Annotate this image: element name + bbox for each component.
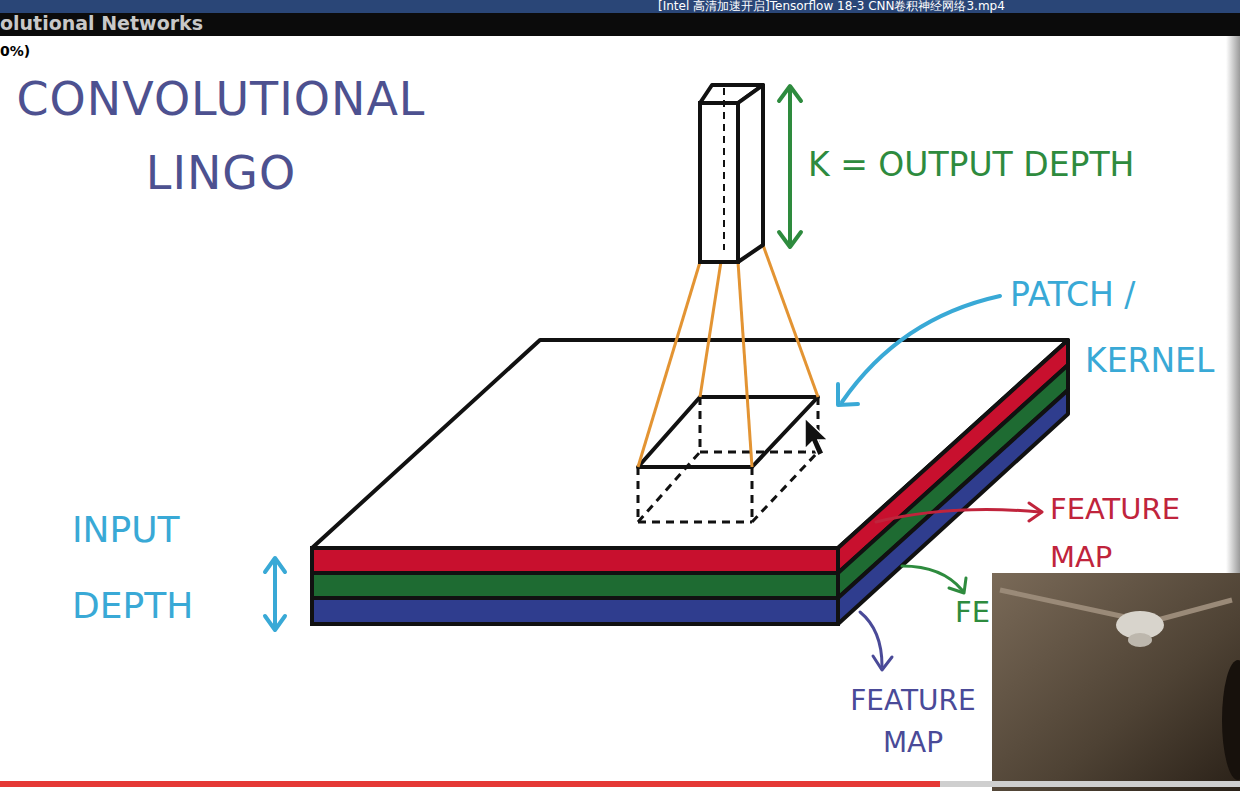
arrow-head — [265, 558, 285, 572]
projection-line — [700, 255, 722, 397]
fan-blade — [1150, 600, 1232, 622]
feature-map-arrow — [876, 503, 1042, 522]
fan-blade — [1000, 590, 1130, 618]
projection-line — [638, 262, 700, 467]
patch-edge — [751, 467, 754, 522]
patch-edge — [699, 397, 702, 452]
patch-edge — [752, 452, 818, 522]
arrow-head — [838, 384, 858, 405]
progress-bar — [0, 781, 940, 787]
output-depth-label: K = OUTPUT DEPTH — [808, 145, 1134, 185]
green-layer — [312, 573, 838, 598]
output-depth-arrow — [779, 86, 801, 247]
video-title-fragment: olutional Networks — [0, 12, 203, 34]
blue-layer — [312, 598, 838, 624]
webcam-overlay — [992, 573, 1240, 791]
projection-lines — [638, 245, 818, 467]
patch-edge — [637, 467, 640, 522]
feature-map-arrow — [860, 612, 892, 670]
feature-map-label: FE — [955, 594, 990, 630]
patch-edge — [638, 521, 752, 524]
header-bar — [0, 13, 1240, 36]
mouse-cursor — [805, 418, 828, 456]
arrow-head — [779, 86, 801, 101]
arrow-head — [265, 616, 285, 630]
patch-kernel-label: PATCH / KERNEL — [1010, 262, 1220, 394]
red-side — [838, 340, 1068, 573]
projection-line — [738, 262, 752, 467]
file-name: [Intel 高清加速开启]Tensorflow 18-3 CNN卷积神经网络3… — [658, 0, 1005, 13]
column-side — [738, 85, 763, 262]
arrow-head — [779, 232, 801, 247]
arrow-shaft — [842, 296, 1000, 402]
column-hidden-edge — [723, 88, 725, 250]
patch-edge — [700, 451, 818, 454]
person-silhouette — [1222, 660, 1240, 780]
percent-fragment: 0%) — [0, 43, 30, 59]
arrow-shaft — [902, 566, 962, 590]
patch-edge — [638, 452, 700, 522]
arrow-head — [873, 656, 892, 670]
arrow-shaft — [788, 88, 792, 245]
patch-top — [638, 397, 818, 467]
column-front — [700, 103, 738, 262]
arrow-head — [1029, 503, 1042, 521]
feature-map-label: FEATURE MAP — [1050, 485, 1200, 581]
red-layer — [312, 548, 838, 573]
arrow-shaft — [876, 510, 1040, 522]
progress-track — [0, 781, 1240, 787]
title-bar — [0, 0, 1240, 13]
arrow-shaft — [273, 560, 277, 628]
input-depth-arrow — [265, 558, 285, 630]
green-side — [838, 365, 1068, 598]
patch-callout-arrow — [838, 296, 1000, 405]
input-depth-label: INPUT DEPTH — [72, 492, 222, 644]
ceiling-fan — [1128, 633, 1152, 647]
projection-line — [763, 245, 818, 397]
feature-map-arrow — [902, 566, 966, 593]
feature-map-label: FEATURE MAP — [836, 680, 990, 764]
patch-hidden-edges — [638, 397, 818, 522]
heading: CONVOLUTIONAL LINGO — [6, 62, 436, 210]
arrow-head — [949, 578, 966, 593]
arrow-shaft — [860, 612, 882, 666]
